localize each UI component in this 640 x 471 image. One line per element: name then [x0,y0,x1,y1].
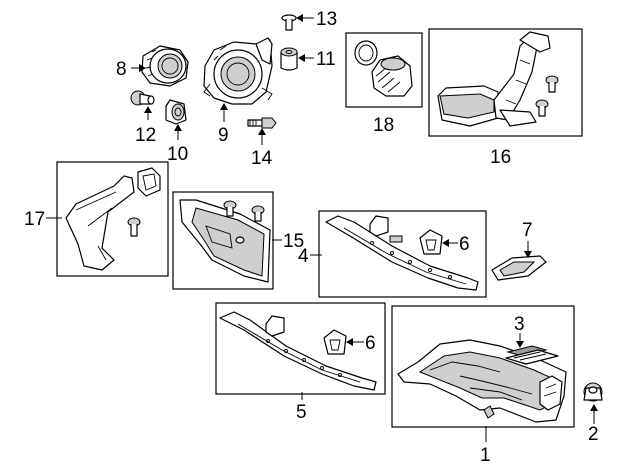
callout-15: 15 [283,231,304,252]
part-11-bushing [280,47,298,71]
callout-7: 7 [522,220,533,241]
callout-6-upper: 6 [459,234,470,255]
callout-2: 2 [588,424,599,445]
part-14-bolt [247,117,277,129]
part-5-rail [219,311,377,391]
callout-4: 4 [298,246,309,267]
part-18-duct [354,40,413,97]
part-10-bushing [165,99,187,125]
callout-13: 13 [316,9,337,30]
callout-3: 3 [514,314,525,335]
part-17-duct [65,167,161,271]
group-box-1 [391,305,575,428]
callout-16: 16 [490,147,511,168]
callout-6-lower: 6 [365,333,376,354]
part-13-rivet [281,14,297,31]
part-9-housing [203,37,273,105]
part-2-clip [583,382,603,402]
callout-8: 8 [116,59,127,80]
part-15-bracket [179,199,271,283]
callout-12: 12 [135,125,156,146]
callout-5: 5 [296,402,307,423]
group-box-18 [345,32,423,108]
part-7-bracket [491,255,547,281]
part-3-labels [505,345,559,365]
callout-9: 9 [218,125,229,146]
part-8-mount-ring [141,45,189,87]
group-box-4 [318,210,487,298]
group-box-16 [428,28,583,137]
callout-1: 1 [480,445,491,466]
callout-10: 10 [167,144,188,165]
group-box-5 [215,302,386,395]
callout-18: 18 [373,115,394,136]
part-4-rail [325,215,479,291]
callout-11: 11 [316,49,336,70]
part-16-bracket [437,31,559,127]
callout-14: 14 [251,148,273,169]
group-box-17 [56,161,169,277]
callout-17: 17 [24,209,45,230]
part-12-grommet [130,90,155,106]
